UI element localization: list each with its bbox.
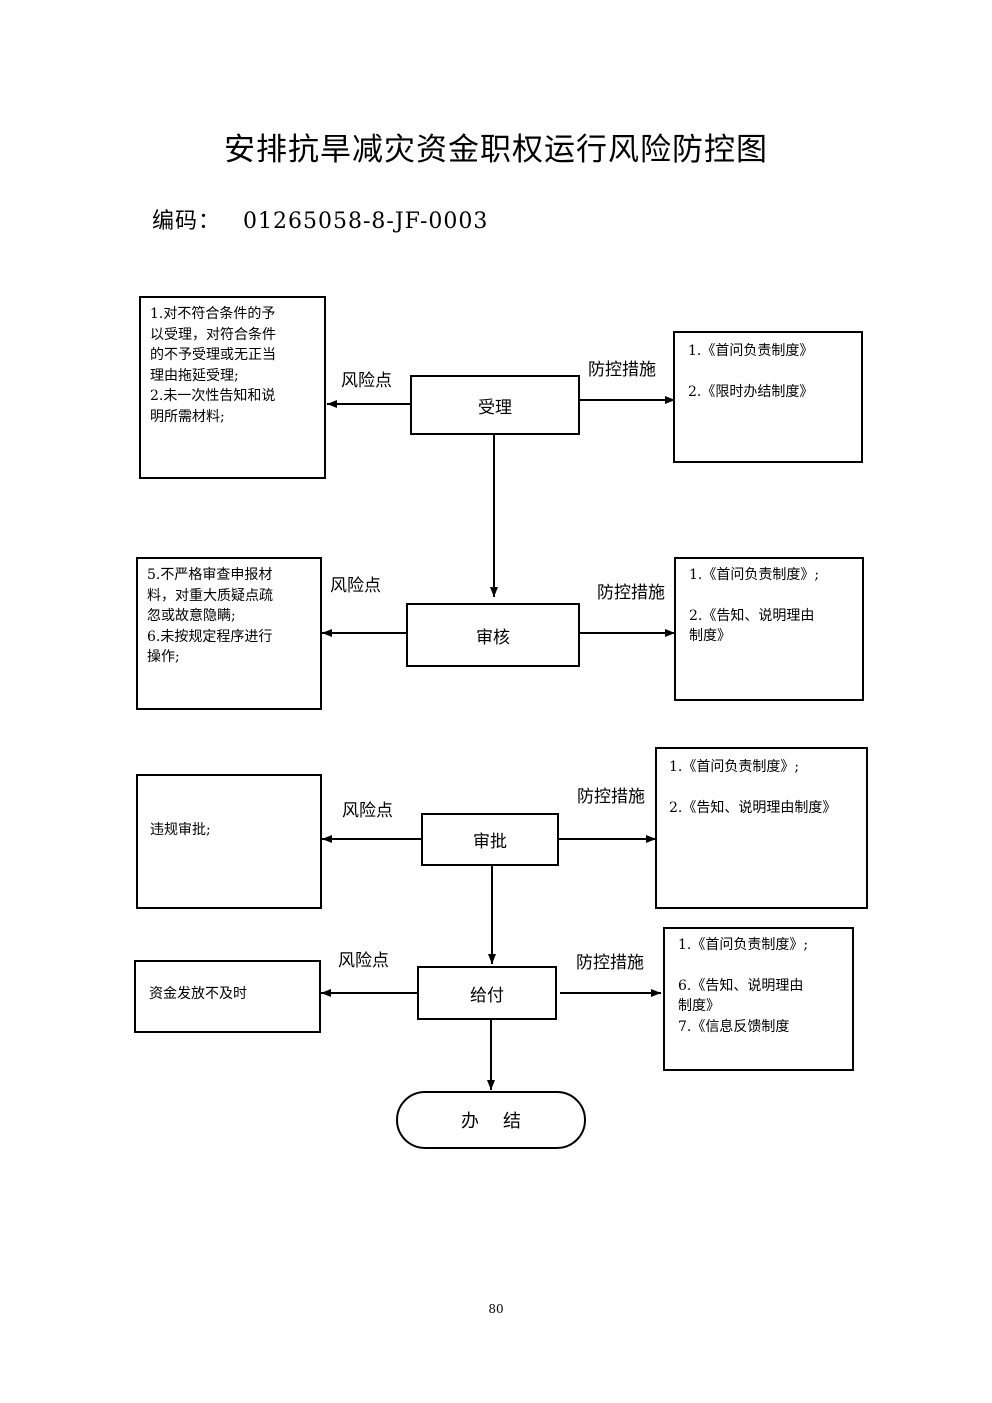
code-value: 01265058-8-JF-0003 <box>243 209 489 234</box>
risk-line: 6.未按规定程序进行 <box>147 628 273 645</box>
measure-label-accept: 防控措施 <box>588 360 656 380</box>
risk-line: 2.未一次性告知和说 <box>150 388 276 404</box>
risk-line: 资金发放不及时 <box>149 986 247 1002</box>
measure-box-review: 1.《首问负责制度》; 2.《告知、说明理由 制度》 <box>674 557 864 701</box>
risk-line: 5.不严格审查申报材 <box>147 567 273 583</box>
measure-line: 1.《首问负责制度》; <box>678 937 809 953</box>
page-number: 80 <box>488 1302 504 1316</box>
risk-line: 明所需材料; <box>150 408 225 425</box>
measure-line: 1.《首问负责制度》 <box>688 343 814 359</box>
risk-line: 理由拖延受理; <box>150 367 239 384</box>
measure-box-accept: 1.《首问负责制度》 2.《限时办结制度》 <box>673 331 863 463</box>
measure-line: 2.《告知、说明理由制度》 <box>669 799 837 816</box>
risk-label-pay: 风险点 <box>338 951 389 971</box>
risk-line: 的不予受理或无正当 <box>150 347 276 363</box>
measure-label-review: 防控措施 <box>597 583 665 603</box>
measure-line: 1.《首问负责制度》; <box>669 759 800 775</box>
risk-line: 料，对重大质疑点疏 <box>147 587 273 604</box>
risk-box-approve: 违规审批; <box>136 774 322 909</box>
risk-line: 忽或故意隐瞒; <box>147 608 236 624</box>
document-code: 编码： 01265058-8-JF-0003 <box>152 203 488 235</box>
step-accept: 受理 <box>410 375 580 435</box>
measure-line: 7.《信息反馈制度 <box>678 1018 790 1035</box>
risk-line: 违规审批; <box>150 822 211 838</box>
measure-line: 6.《告知、说明理由 <box>678 977 804 994</box>
page-title: 安排抗旱减灾资金职权运行风险防控图 <box>224 132 768 168</box>
measure-box-pay: 1.《首问负责制度》; 6.《告知、说明理由 制度》 7.《信息反馈制度 <box>663 927 854 1071</box>
measure-line: 制度》 <box>689 628 731 644</box>
risk-line: 操作; <box>147 649 180 665</box>
measure-box-approve: 1.《首问负责制度》; 2.《告知、说明理由制度》 <box>655 747 868 909</box>
risk-box-accept: 1.对不符合条件的予 以受理，对符合条件 的不予受理或无正当 理由拖延受理; 2… <box>139 296 326 479</box>
risk-label-review: 风险点 <box>330 576 381 596</box>
measure-label-pay: 防控措施 <box>576 953 644 973</box>
measure-line: 2.《限时办结制度》 <box>688 383 814 400</box>
measure-label-approve: 防控措施 <box>577 787 645 807</box>
step-approve: 审批 <box>421 813 559 866</box>
end-terminal: 办结 <box>396 1091 586 1149</box>
risk-box-pay: 资金发放不及时 <box>134 960 321 1033</box>
step-review: 审核 <box>406 603 580 667</box>
measure-line: 1.《首问负责制度》; <box>689 567 820 583</box>
risk-line: 1.对不符合条件的予 <box>150 306 276 322</box>
measure-line: 制度》 <box>678 998 720 1014</box>
risk-line: 以受理，对符合条件 <box>150 326 276 343</box>
risk-box-review: 5.不严格审查申报材 料，对重大质疑点疏 忽或故意隐瞒; 6.未按规定程序进行 … <box>136 557 322 710</box>
measure-line: 2.《告知、说明理由 <box>689 607 815 624</box>
risk-label-approve: 风险点 <box>342 801 393 821</box>
code-label: 编码： <box>152 209 222 234</box>
step-pay: 给付 <box>417 966 557 1020</box>
risk-label-accept: 风险点 <box>341 371 392 391</box>
